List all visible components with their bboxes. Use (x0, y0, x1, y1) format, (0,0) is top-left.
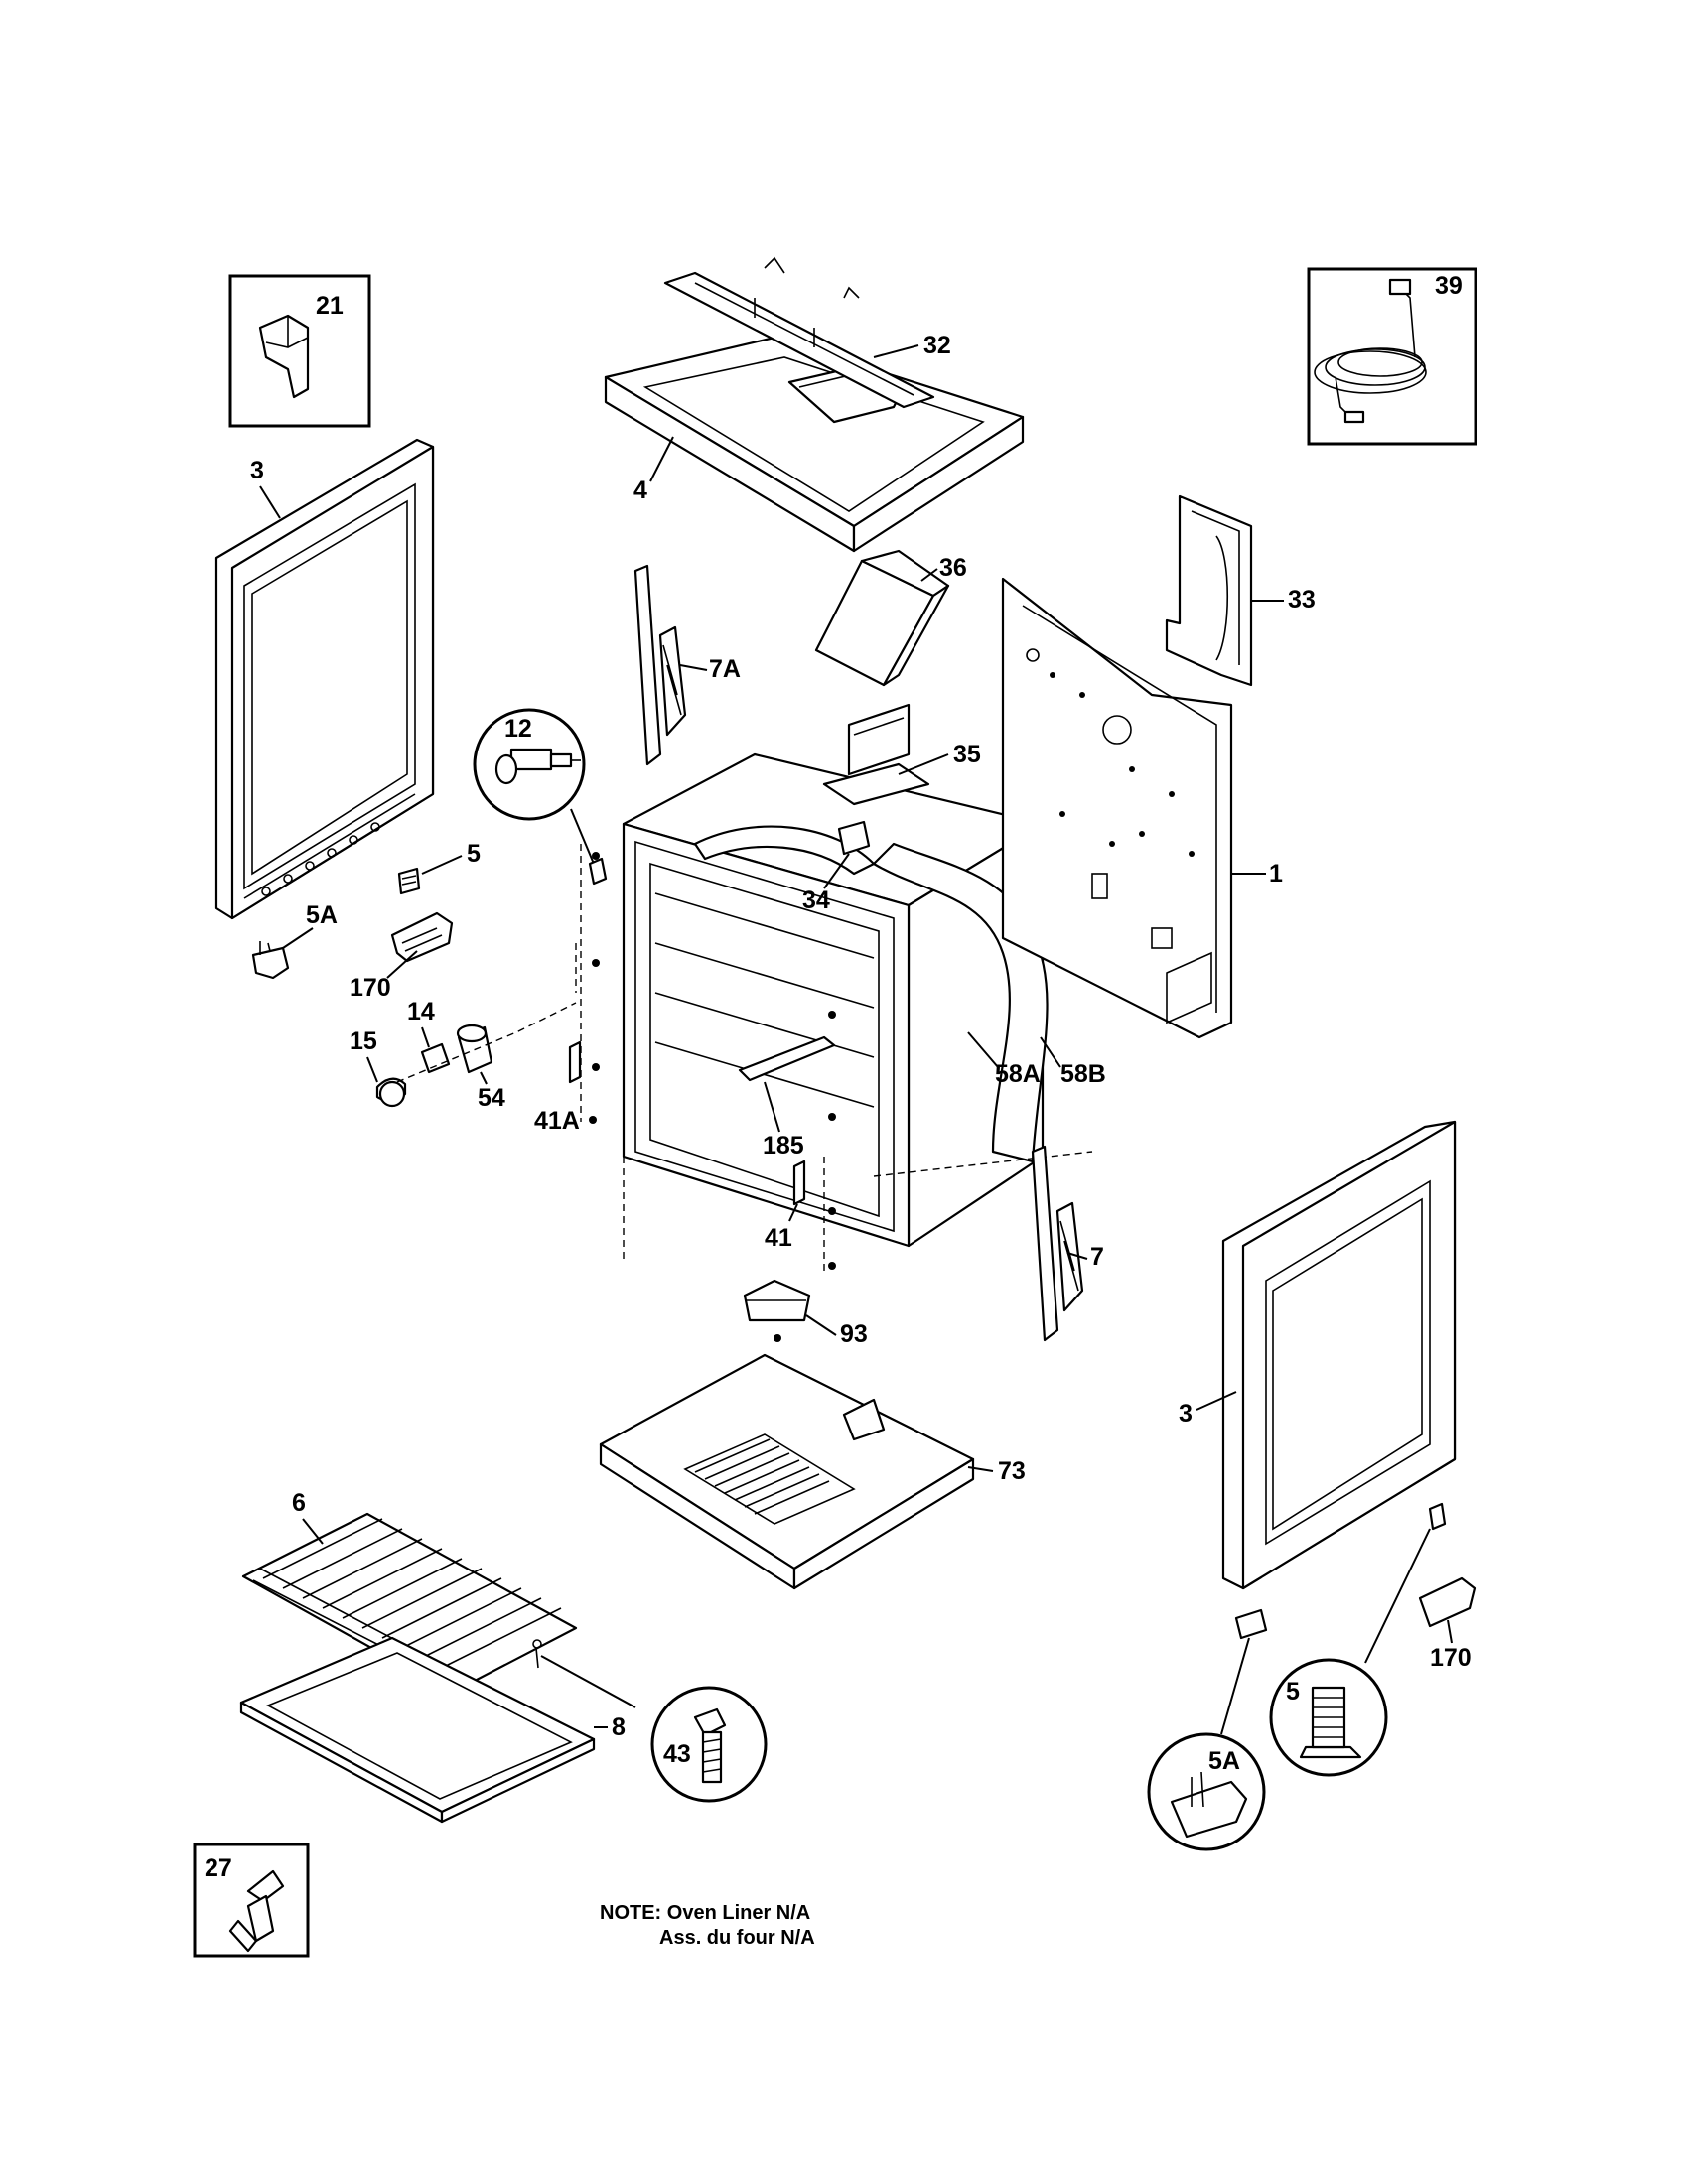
callout-36: 36 (939, 554, 967, 582)
callout-5-left: 5 (467, 840, 481, 868)
callout-5A-left: 5A (306, 901, 338, 929)
lamp-parts: 14 15 54 (350, 943, 577, 1112)
callout-7: 7 (1090, 1243, 1104, 1271)
callout-41: 41 (765, 1224, 792, 1252)
top-panel-4: 32 4 (604, 256, 1025, 553)
broil-pan-8: 8 (239, 1636, 626, 1824)
leg-leveler-5A-left: 5A (251, 901, 338, 980)
inset-box-27: 27 (193, 1843, 310, 1958)
inset-box-21: 21 (228, 274, 371, 428)
callout-5-right: 5 (1286, 1678, 1300, 1706)
callout-12: 12 (504, 715, 532, 743)
callout-15: 15 (350, 1027, 377, 1055)
callout-39: 39 (1435, 272, 1463, 300)
callout-93: 93 (840, 1320, 868, 1348)
rack-support-41A: 41A (534, 1040, 597, 1135)
leveling-leg-5-left: 5 (397, 840, 481, 895)
oven-sensor-12: 12 (473, 708, 608, 886)
callout-35: 35 (953, 741, 981, 768)
side-panel-3-right: 3 (1179, 1120, 1457, 1590)
callout-27: 27 (205, 1854, 232, 1882)
flue-duct-36: 36 (814, 549, 967, 687)
back-shield-33: 33 (1165, 494, 1316, 687)
callout-3-left: 3 (250, 457, 264, 484)
callout-6: 6 (292, 1489, 306, 1517)
callout-7A: 7A (709, 655, 741, 683)
callout-32: 32 (923, 332, 951, 359)
callout-4: 4 (633, 477, 647, 504)
callout-58A: 58A (995, 1060, 1041, 1088)
leveling-parts-right: 170 5 5A (1147, 1502, 1477, 1851)
callout-1: 1 (1269, 860, 1283, 887)
callout-34: 34 (802, 887, 830, 914)
callout-21: 21 (316, 292, 344, 320)
note-line-1: NOTE: Oven Liner N/A (600, 1902, 810, 1924)
hinge-receptacle-7A: 7A (633, 564, 741, 766)
note-block: NOTE: Oven Liner N/A Ass. du four N/A (600, 1902, 815, 1949)
hinge-receptacle-7: 7 (1031, 1145, 1104, 1342)
callout-54: 54 (478, 1084, 505, 1112)
note-line-2: Ass. du four N/A (659, 1927, 815, 1949)
rack-support-41: 41 (765, 1160, 806, 1252)
callout-170-left: 170 (350, 974, 391, 1002)
callout-58B: 58B (1060, 1060, 1106, 1088)
callout-41A: 41A (534, 1107, 580, 1135)
callout-73: 73 (998, 1457, 1026, 1485)
callout-170-right: 170 (1430, 1644, 1472, 1672)
anti-tip-bracket-170-left: 170 (350, 911, 454, 1002)
screw-43: 43 (540, 1655, 768, 1803)
callout-43: 43 (663, 1740, 691, 1768)
callout-185: 185 (763, 1132, 804, 1160)
callout-8: 8 (612, 1713, 626, 1741)
side-panel-3-left: 3 (214, 438, 435, 920)
callout-33: 33 (1288, 586, 1316, 614)
back-panel-1: 1 (1001, 577, 1283, 1039)
inset-box-39: 39 (1307, 267, 1477, 446)
insulation-93: 93 (743, 1279, 868, 1348)
callout-5A-right: 5A (1208, 1747, 1240, 1775)
callout-14: 14 (407, 998, 435, 1025)
callout-3-right: 3 (1179, 1400, 1193, 1428)
bottom-panel-73: 73 (599, 1353, 1026, 1590)
